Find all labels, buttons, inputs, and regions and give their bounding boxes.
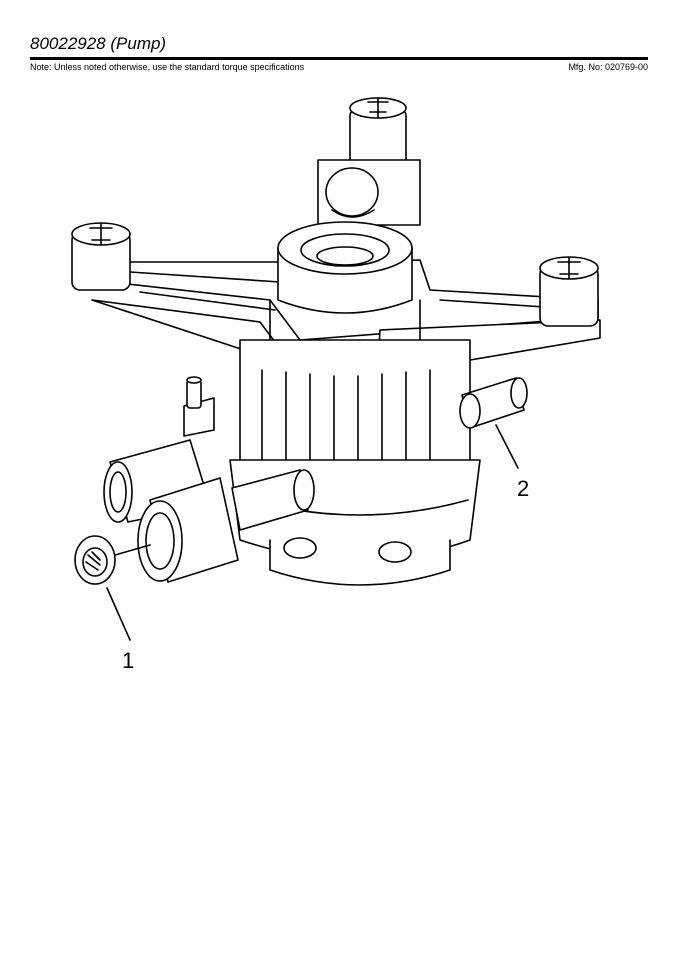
mfg-number: Mfg. No: 020769-00: [568, 62, 648, 72]
page-header: 80022928 (Pump) Note: Unless noted other…: [30, 34, 648, 72]
pump-top-collar: [269, 221, 421, 381]
leader-line-2: [495, 424, 519, 469]
outlet-fitting: [459, 377, 528, 429]
callout-2: 2: [517, 476, 529, 501]
leader-line-1: [106, 587, 131, 641]
header-subrow: Note: Unless noted otherwise, use the st…: [30, 62, 648, 72]
rear-mount-post: [317, 97, 421, 226]
pump-body: [229, 339, 481, 586]
filter-cap: [74, 535, 151, 585]
header-rule: [30, 57, 648, 60]
left-mount-post: [71, 222, 131, 291]
inlet-connector: [103, 376, 315, 583]
right-mount-post: [539, 256, 599, 327]
callout-1: 1: [122, 648, 134, 673]
torque-note: Note: Unless noted otherwise, use the st…: [30, 62, 305, 72]
page-title: 80022928 (Pump): [30, 34, 167, 53]
